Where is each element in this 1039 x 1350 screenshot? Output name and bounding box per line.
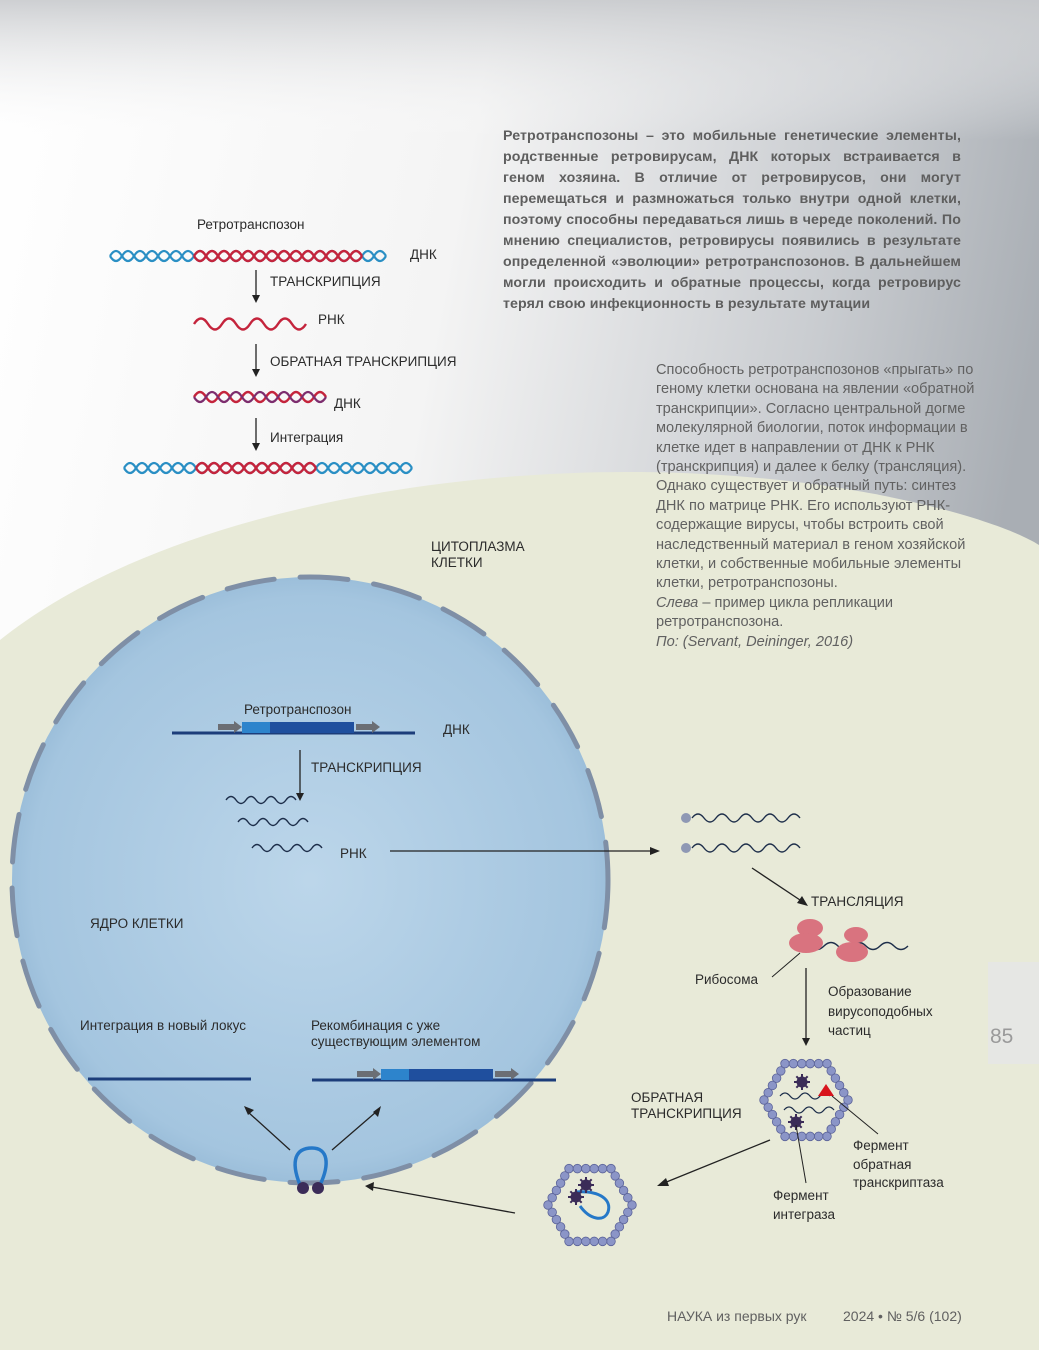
- translation-label: ТРАНСЛЯЦИЯ: [811, 894, 904, 909]
- ribosomes: [789, 919, 909, 962]
- top-rna-label: РНК: [318, 312, 345, 327]
- nucleus-dna-label: ДНК: [443, 722, 470, 737]
- nucleus-transcription-label: ТРАНСКРИПЦИЯ: [311, 760, 422, 775]
- nucleus-dna: [172, 721, 415, 735]
- nucleus-label: ЯДРО КЛЕТКИ: [90, 916, 184, 931]
- arrow-to-vlp: [802, 968, 810, 1046]
- top-title: Ретротранспозон: [197, 217, 305, 232]
- top-step-transcription: ТРАНСКРИПЦИЯ: [270, 274, 381, 289]
- recombination-dna: [312, 1068, 556, 1082]
- sidebar-caption: Способность ретротранспозонов «прыгать» …: [656, 361, 976, 652]
- nucleus-arrow-transcription: [296, 750, 304, 801]
- top-dna-integrated: [123, 461, 413, 475]
- integration-arrows: [244, 1106, 381, 1151]
- export-arrow: [390, 847, 660, 855]
- footer-journal: НАУКА из первых рук: [667, 1308, 807, 1324]
- caption-example: Слева – пример цикла репликации ретротра…: [656, 594, 894, 631]
- top-dna-label-2: ДНК: [334, 396, 361, 411]
- lead-paragraph: Ретротранспозоны – это мобильные генетич…: [503, 128, 961, 312]
- top-dna-label-1: ДНК: [410, 247, 437, 262]
- top-rna: [192, 317, 308, 331]
- caption-source: По: (Servant, Deininger, 2016): [656, 633, 854, 650]
- top-dna-1: [109, 249, 387, 263]
- nucleus-rna-label: РНК: [340, 846, 367, 861]
- top-dna-2: [192, 390, 328, 404]
- ribosome-label: Рибосома: [695, 972, 758, 987]
- integrase-pointer: [795, 1124, 807, 1184]
- arrow-to-translation: [751, 867, 808, 906]
- arrow-to-mature-vlp: [657, 1139, 771, 1186]
- nucleus-retrotransposon-label: Ретротранспозон: [244, 702, 352, 717]
- top-arrow-2: [252, 344, 260, 377]
- cell-nucleus: [12, 577, 608, 1183]
- integration-label: Интеграция в новый локус: [80, 1018, 246, 1033]
- top-arrow-1: [252, 270, 260, 303]
- page-tab: [988, 962, 1039, 1064]
- caption-body: Способность ретротранспозонов «прыгать» …: [656, 362, 975, 592]
- top-step-reverse: ОБРАТНАЯ ТРАНСКРИПЦИЯ: [270, 354, 457, 369]
- ribosome-pointer: [771, 952, 801, 978]
- mature-virus-like-particle: [543, 1163, 637, 1247]
- nucleus-rna: [225, 795, 323, 853]
- rt-pointer: [831, 1095, 879, 1135]
- top-arrow-3: [252, 418, 260, 451]
- top-step-integration: Интеграция: [270, 430, 344, 445]
- virus-like-particle: [759, 1058, 853, 1142]
- footer-issue: 2024 • № 5/6 (102): [843, 1308, 962, 1324]
- page-number: 85: [990, 1025, 1014, 1048]
- arrow-to-nucleus: [365, 1182, 516, 1214]
- cytoplasm-rna: [681, 813, 801, 853]
- integration-complex: [293, 1146, 328, 1194]
